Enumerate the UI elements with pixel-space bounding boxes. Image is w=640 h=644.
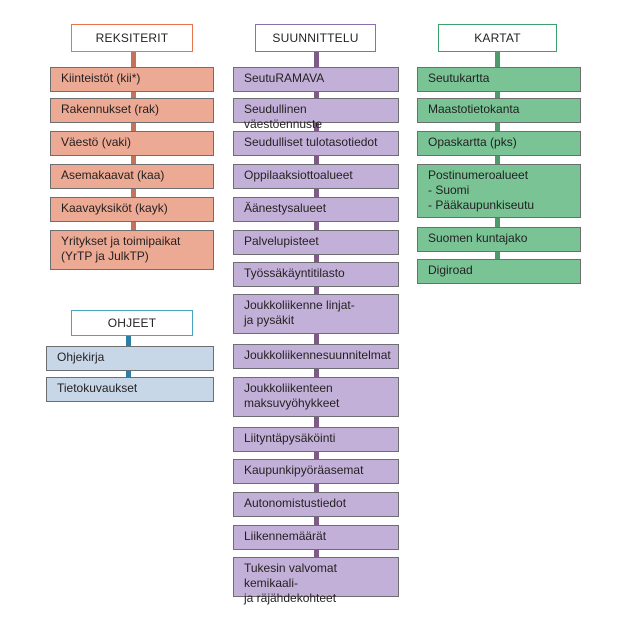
kartat-item-postinumeroalueet: Postinumeroalueet - Suomi - Pääkaupunkis… xyxy=(417,164,581,218)
suunnittelu-item-oppilaaksiottoalueet: Oppilaaksiottoalueet xyxy=(233,164,399,189)
reksiterit-connector xyxy=(131,50,136,270)
suunnittelu-item-autonomistustiedot: Autonomistustiedot xyxy=(233,492,399,517)
ohjeet-header: OHJEET xyxy=(71,310,193,336)
reksiterit-item-rakennukset: Rakennukset (rak) xyxy=(50,98,214,123)
ohjeet-item-ohjekirja: Ohjekirja xyxy=(46,346,214,371)
reksiterit-item-vaesto: Väestö (vaki) xyxy=(50,131,214,156)
suunnittelu-header: SUUNNITTELU xyxy=(255,24,376,52)
suunnittelu-item-palvelupisteet: Palvelupisteet xyxy=(233,230,399,255)
kartat-item-opaskartta: Opaskartta (pks) xyxy=(417,131,581,156)
suunnittelu-item-joukkoliikenne-linjat: Joukkoliikenne linjat- ja pysäkit xyxy=(233,294,399,334)
ohjeet-item-tietokuvaukset: Tietokuvaukset xyxy=(46,377,214,402)
kartat-item-suomen-kuntajako: Suomen kuntajako xyxy=(417,227,581,252)
reksiterit-item-yritykset: Yritykset ja toimipaikat (YrTP ja JulkTP… xyxy=(50,230,214,270)
reksiterit-item-kaavayksikot: Kaavayksiköt (kayk) xyxy=(50,197,214,222)
kartat-item-seutukartta: Seutukartta xyxy=(417,67,581,92)
suunnittelu-item-seuturamava: SeutuRAMAVA xyxy=(233,67,399,92)
reksiterit-header: REKSITERIT xyxy=(71,24,193,52)
kartat-item-digiroad: Digiroad xyxy=(417,259,581,284)
reksiterit-item-kiinteistot: Kiinteistöt (kii*) xyxy=(50,67,214,92)
kartat-header: KARTAT xyxy=(438,24,557,52)
reksiterit-item-asemakaavat: Asemakaavat (kaa) xyxy=(50,164,214,189)
suunnittelu-item-tyossakayntitilasto: Työssäkäyntitilasto xyxy=(233,262,399,287)
suunnittelu-item-liikennemaarat: Liikennemäärät xyxy=(233,525,399,550)
suunnittelu-item-aanestysalueet: Äänestysalueet xyxy=(233,197,399,222)
kartat-item-maastotietokanta: Maastotietokanta xyxy=(417,98,581,123)
suunnittelu-item-tulotasotiedot: Seudulliset tulotasotiedot xyxy=(233,131,399,156)
suunnittelu-item-joukkoliikennesuunnitelmat: Joukkoliikennesuunnitelmat xyxy=(233,344,399,369)
suunnittelu-item-kaupunkipyoraasemat: Kaupunkipyöräasemat xyxy=(233,459,399,484)
suunnittelu-item-vaestoennuste: Seudullinen väestöennuste xyxy=(233,98,399,131)
suunnittelu-item-liityntapysakointi: Liityntäpysäköinti xyxy=(233,427,399,452)
suunnittelu-item-tukesin-kohteet: Tukesin valvomat kemikaali- ja räjähdeko… xyxy=(233,557,399,605)
suunnittelu-item-maksuvyohykkeet: Joukkoliikenteen maksuvyöhykkeet xyxy=(233,377,399,417)
